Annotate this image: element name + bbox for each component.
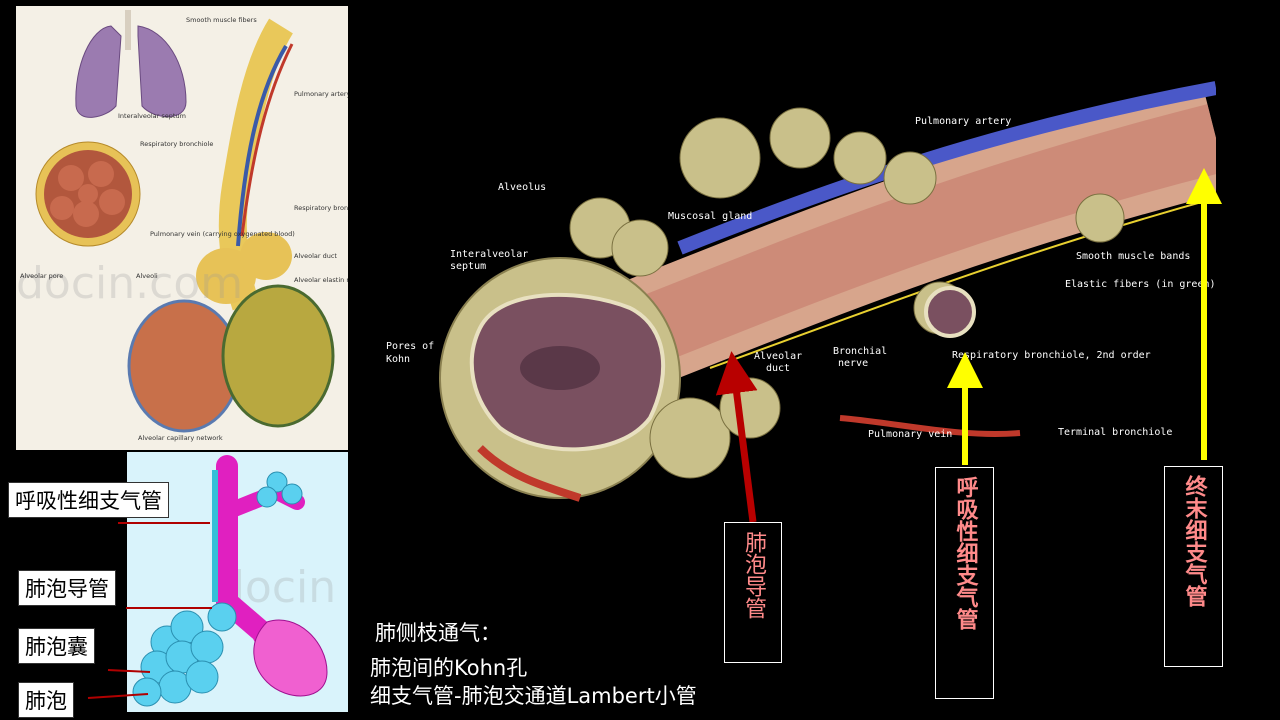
label-pulmonary-artery: Pulmonary artery (carrying deoxygenated … [294,90,348,98]
alveolar-sac-cluster [132,471,303,707]
lung-anatomy-drawing: docin.com Smooth muscle fibers Pulmonary… [16,10,348,442]
vein-line [236,44,288,247]
leader-lines-left [87,522,212,699]
main-label-terminal-bronchiole: Terminal bronchiole [1058,427,1172,438]
bronchiole-drawing: Pulmonary artery Alveolus Muscosal gland… [386,81,1230,502]
note-collateral-ventilation: 肺侧枝通气： [375,621,501,645]
main-label-elastic-fibers: Elastic fibers (in green) [1065,279,1216,290]
label-respiratory-bronchiole: Respiratory bronchiole [140,140,213,148]
watermark-text: docin.com [16,258,243,309]
alveolar-sac-cross-section [439,257,681,499]
red-arrow [715,351,758,523]
main-label-pores-1: Pores of [386,341,434,352]
label-capillary-network: Alveolar capillary network [138,434,223,442]
main-label-pulmonary-vein: Pulmonary vein [868,429,952,440]
airway-muscle [617,104,1225,371]
main-label-pulmonary-artery: Pulmonary artery [915,116,1011,127]
pulmonary-vein-vessel [839,415,1021,438]
label-respiratory-bronchiole-2: Respiratory bronchiole [294,204,348,212]
main-label-alveolus: Alveolus [498,182,546,193]
lung-anatomy-illustration: docin.com Smooth muscle fibers Pulmonary… [16,6,348,450]
note-lambert-canals: 细支气管-肺泡交通道Lambert小管 [370,684,697,708]
leader-line-3 [107,669,151,673]
alveolar-sac-clusters [127,232,335,433]
small-vessel [477,445,582,502]
callout-alveolar-duct: 肺泡导管 [724,522,782,663]
label-alveolar-duct: Alveolar duct [294,252,337,260]
label-pulmonary-vein: Pulmonary vein (carrying oxygenated bloo… [150,230,295,238]
label-smooth-muscle: Smooth muscle fibers [186,16,257,24]
label-alveolar-pore: Alveolar pore [20,272,63,280]
leader-line-4 [87,693,149,699]
main-label-smooth-muscle-bands: Smooth muscle bands [1076,251,1190,262]
main-label-interalveolar-2: septum [450,261,486,272]
label-alveolar-sac-cn: 肺泡囊 [18,628,95,664]
label-alveolar-elastin: Alveolar elastin network [294,276,348,284]
note-kohn-pores: 肺泡间的Kohn孔 [370,656,528,680]
trachea-shape [125,10,131,50]
artery-line [240,43,294,237]
label-alveolus-cn: 肺泡 [18,682,74,718]
main-label-bronchial-2: nerve [838,358,868,369]
respiratory-unit-drawing: docin [132,455,336,707]
label-interalveolar-septum: Interalveolar septum [118,112,186,120]
main-label-interalveolar-1: Interalveolar [450,249,528,260]
main-label-bronchial-1: Bronchial [833,346,887,357]
main-label-muscosal-gland: Muscosal gland [668,211,752,222]
label-alveoli: Alveoli [136,272,158,280]
callout-respiratory-bronchiole: 呼吸性细支气管 [935,467,994,699]
main-label-pores-2: Kohn [386,354,410,365]
bronchiole-diagram: Pulmonary artery Alveolus Muscosal gland… [380,78,1230,518]
left-lung-shape [75,25,122,118]
right-lung-shape [137,25,187,118]
bronchiole-lumen [924,286,976,338]
main-label-alveolar-duct-2: duct [766,363,790,374]
main-label-alveolar-duct-1: Alveolar [754,351,802,362]
alveolar-sac-magenta [253,619,328,697]
main-label-resp-bronchiole-2nd: Respiratory bronchiole, 2nd order [952,350,1151,361]
alveoli-spheres [569,107,1125,479]
label-respiratory-bronchiole-cn: 呼吸性细支气管 [8,482,169,518]
callout-terminal-bronchiole: 终末细支气管 [1164,466,1223,667]
label-alveolar-duct-cn: 肺泡导管 [18,570,116,606]
alveolar-cross-section [35,141,141,247]
